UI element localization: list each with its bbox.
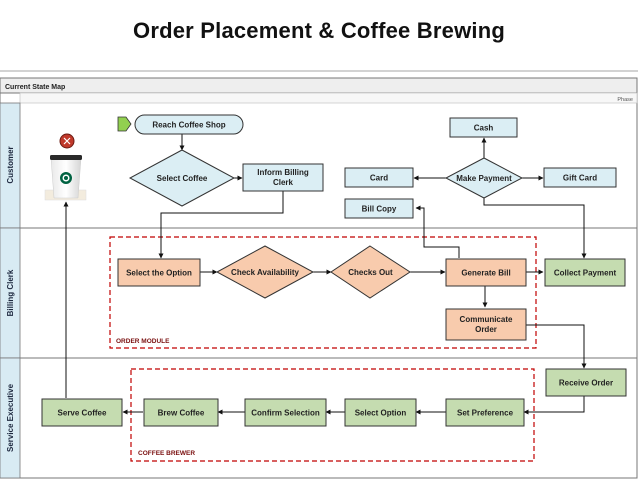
- node-select-option[interactable]: Select Option: [344, 398, 417, 427]
- order-module-label: ORDER MODULE: [116, 338, 170, 345]
- node-reach-coffee-shop-label: Reach Coffee Shop: [152, 121, 225, 130]
- node-serve-coffee-label: Serve Coffee: [58, 409, 107, 418]
- node-receive-order[interactable]: Receive Order: [545, 368, 627, 397]
- node-reach-coffee-shop[interactable]: Reach Coffee Shop: [134, 114, 244, 135]
- connectors: [63, 134, 587, 415]
- node-communicate-order[interactable]: Communicate Order: [445, 308, 527, 341]
- lane-customer-label: Customer: [6, 146, 15, 183]
- lane-billing-label: Billing Clerk: [6, 269, 15, 316]
- decision-select-coffee-label: Select Coffee: [157, 174, 208, 183]
- node-card[interactable]: Card: [344, 167, 414, 188]
- lane-service: Service Executive: [0, 357, 21, 479]
- node-select-the-option-label: Select the Option: [126, 269, 192, 278]
- node-gift-card-label: Gift Card: [563, 174, 597, 183]
- decision-make-payment-label: Make Payment: [456, 174, 512, 183]
- node-communicate-line2: Order: [475, 325, 497, 334]
- slide-title: Order Placement & Coffee Brewing: [133, 18, 505, 43]
- brewer-module-label: COFFEE BREWER: [138, 450, 195, 457]
- node-select-the-option[interactable]: Select the Option: [117, 258, 201, 287]
- lane-service-label: Service Executive: [6, 383, 15, 452]
- node-cash-label: Cash: [474, 124, 494, 133]
- node-set-preference-label: Set Preference: [457, 409, 514, 418]
- phase-bar: [19, 92, 638, 104]
- node-confirm-selection-label: Confirm Selection: [251, 409, 320, 418]
- node-brew-coffee-label: Brew Coffee: [158, 409, 205, 418]
- map-title: Current State Map: [5, 84, 65, 91]
- decision-check-availability-label: Check Availability: [231, 268, 299, 277]
- brewer-module-box: [130, 368, 535, 462]
- map-header-bar: [0, 77, 638, 94]
- phase-label: Phase: [617, 97, 633, 103]
- decision-make-payment[interactable]: Make Payment: [444, 157, 524, 199]
- node-receive-order-label: Receive Order: [559, 379, 613, 388]
- node-bill-copy-label: Bill Copy: [362, 205, 397, 214]
- node-inform-billing-clerk[interactable]: Inform Billing Clerk: [242, 163, 324, 192]
- lane-customer: Customer: [0, 102, 21, 229]
- order-module-box: [109, 236, 537, 349]
- node-bill-copy[interactable]: Bill Copy: [344, 198, 414, 219]
- node-collect-payment-label: Collect Payment: [554, 269, 617, 278]
- decision-select-coffee[interactable]: Select Coffee: [128, 149, 236, 207]
- node-card-label: Card: [370, 174, 388, 183]
- title-divider: [0, 70, 638, 72]
- node-serve-coffee[interactable]: Serve Coffee: [41, 398, 123, 427]
- decision-checks-out-label: Checks Out: [348, 268, 393, 277]
- node-select-option-label: Select Option: [355, 409, 407, 418]
- lane-billing: Billing Clerk: [0, 227, 21, 359]
- node-cash[interactable]: Cash: [449, 117, 518, 138]
- start-marker: [117, 116, 132, 132]
- decision-check-availability[interactable]: Check Availability: [215, 245, 315, 299]
- node-set-preference[interactable]: Set Preference: [445, 398, 525, 427]
- node-collect-payment[interactable]: Collect Payment: [544, 258, 626, 287]
- node-communicate-line1: Communicate: [460, 315, 513, 324]
- coffee-cup-icon: [44, 133, 87, 201]
- node-generate-bill[interactable]: Generate Bill: [445, 258, 527, 287]
- node-generate-bill-label: Generate Bill: [461, 269, 510, 278]
- node-brew-coffee[interactable]: Brew Coffee: [143, 398, 219, 427]
- node-inform-line2: Clerk: [273, 178, 294, 187]
- decision-checks-out[interactable]: Checks Out: [330, 245, 411, 299]
- node-confirm-selection[interactable]: Confirm Selection: [244, 398, 327, 427]
- node-inform-line1: Inform Billing: [257, 168, 309, 177]
- node-gift-card[interactable]: Gift Card: [543, 167, 617, 188]
